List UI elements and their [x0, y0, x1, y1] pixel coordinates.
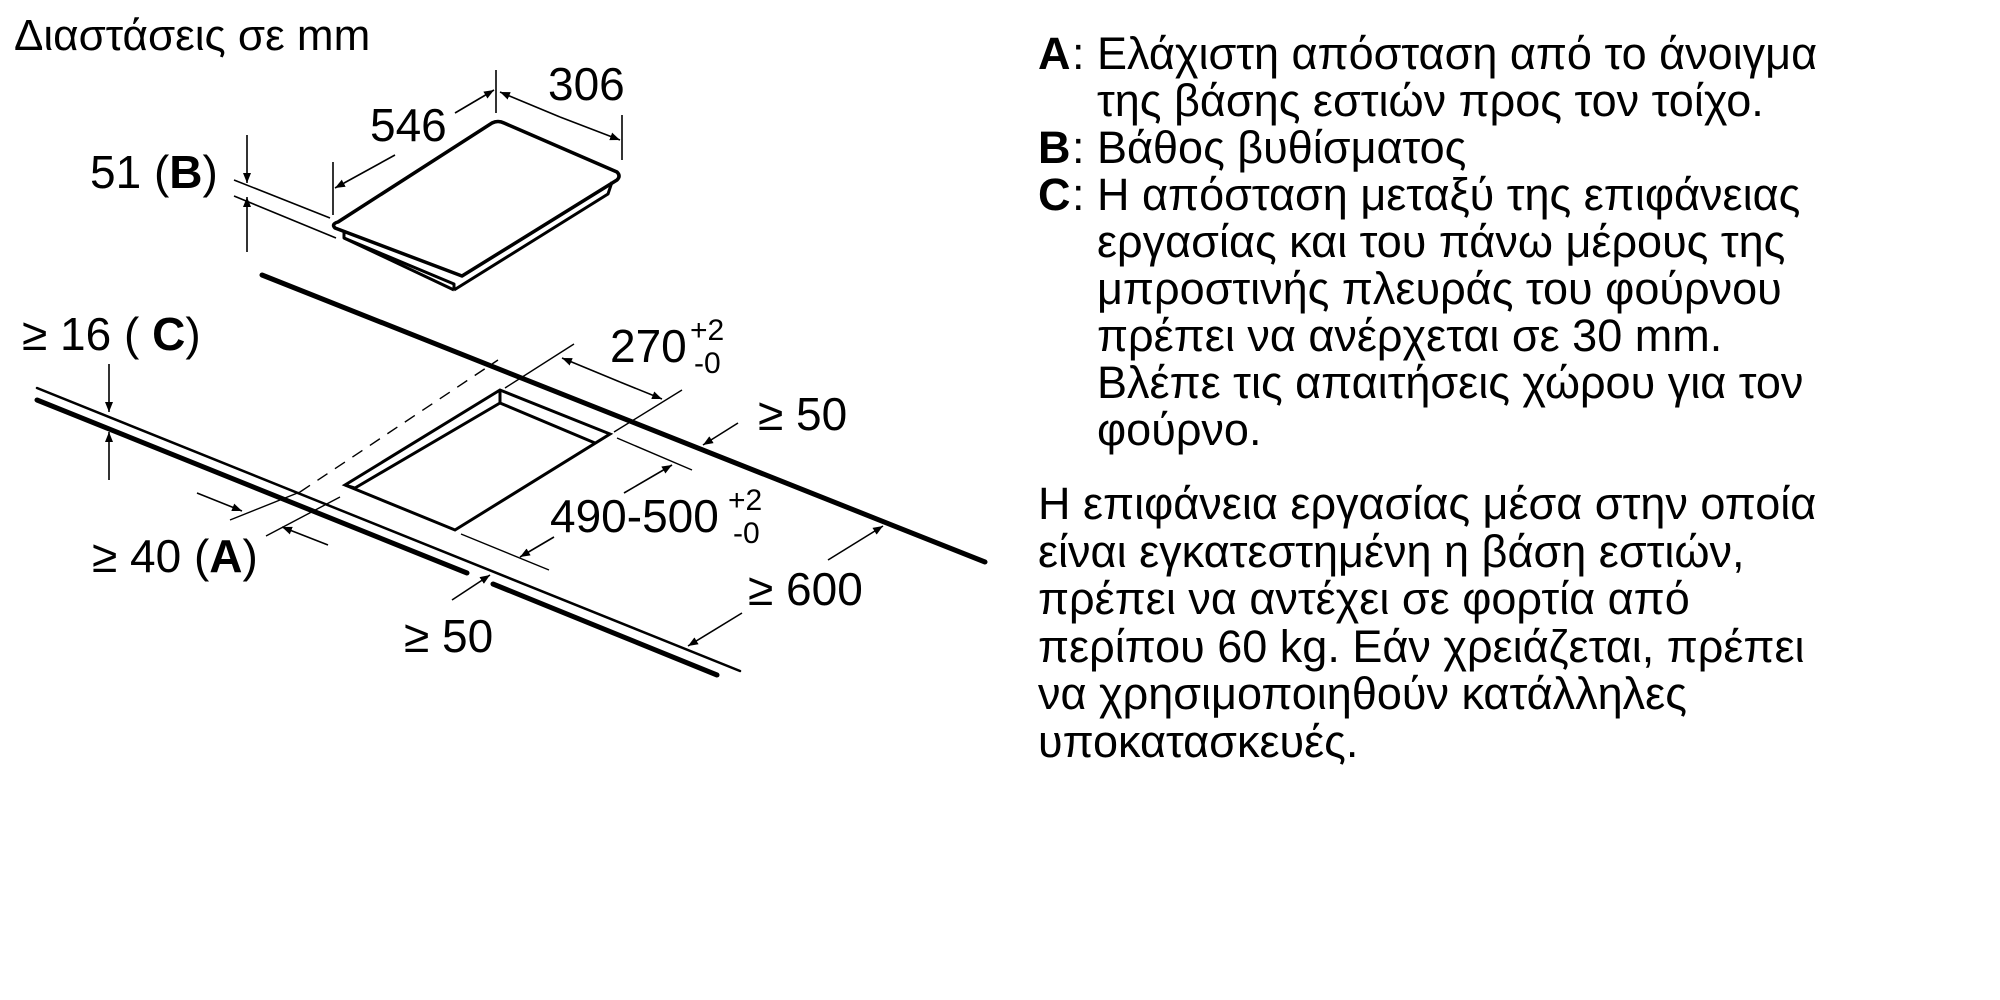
- back-clearance-dimension: [702, 422, 739, 446]
- cutout-width-tol-plus: +2: [690, 314, 724, 347]
- legend-text: Ελάχιστη απόσταση από το άνοιγμα της βάσ…: [1097, 28, 1818, 126]
- legend-colon: :: [1072, 169, 1085, 220]
- sink-depth-label: 51 (B): [90, 146, 218, 198]
- sink-depth-dimension: [233, 135, 337, 252]
- worktop-depth-label: ≥ 600: [748, 563, 863, 615]
- legend-text: Η απόσταση μεταξύ της επιφάνειας εργασία…: [1097, 169, 1804, 455]
- cutout-depth-tol-plus: +2: [728, 484, 762, 517]
- cutout-depth-label: 490-500: [550, 490, 719, 542]
- hob-depth-dimension: [332, 70, 497, 215]
- front-clearance-dimension: [451, 574, 491, 601]
- load-bearing-note: Η επιφάνεια εργασίας μέσα στην οποία είν…: [1038, 478, 1817, 767]
- dimension-legend: A : Ελάχιστη απόσταση από το άνοιγμα της…: [1038, 30, 1978, 453]
- oven-gap-label: ≥ 16 ( C): [22, 308, 201, 360]
- front-edge-dimension: [196, 492, 329, 546]
- hob-drawing: [331, 119, 621, 292]
- legend-key: B: [1038, 122, 1071, 173]
- cutout-depth-dimension: [519, 464, 673, 558]
- front-clearance-label: ≥ 50: [404, 610, 493, 662]
- cutout-depth-tol-minus: -0: [733, 517, 760, 550]
- cutout-drawing: [341, 388, 614, 532]
- front-edge-label: ≥ 40 (A): [92, 530, 258, 582]
- legend-colon: :: [1072, 122, 1085, 173]
- legend-item-c: C : Η απόσταση μεταξύ της επιφάνειας εργ…: [1038, 171, 1978, 453]
- legend-item-b: B : Βάθος βυθίσματος: [1038, 124, 1978, 171]
- legend-key: A: [1038, 28, 1071, 79]
- cutout-guides: [229, 343, 693, 571]
- legend-key: C: [1038, 169, 1071, 220]
- legend-item-a: A : Ελάχιστη απόσταση από το άνοιγμα της…: [1038, 30, 1978, 124]
- diagram-title: Διαστάσεις σε mm: [14, 11, 370, 60]
- hob-width-label: 306: [548, 58, 625, 110]
- cutout-width-tol-minus: -0: [694, 347, 721, 380]
- hob-width-dimension: [499, 91, 623, 160]
- back-clearance-label: ≥ 50: [758, 388, 847, 440]
- hob-depth-label: 546: [370, 99, 447, 151]
- legend-colon: :: [1072, 28, 1085, 79]
- worktop-depth-dimension: [687, 525, 884, 647]
- cutout-width-dimension: [561, 357, 663, 400]
- cutout-width-label: 270: [610, 320, 687, 372]
- front-worktop-edge: [34, 386, 742, 678]
- installation-diagram: Διαστάσεις σε mm 546 306 51 (B): [14, 11, 988, 678]
- back-worktop-edge: [259, 272, 988, 565]
- legend-text: Βάθος βυθίσματος: [1097, 122, 1467, 173]
